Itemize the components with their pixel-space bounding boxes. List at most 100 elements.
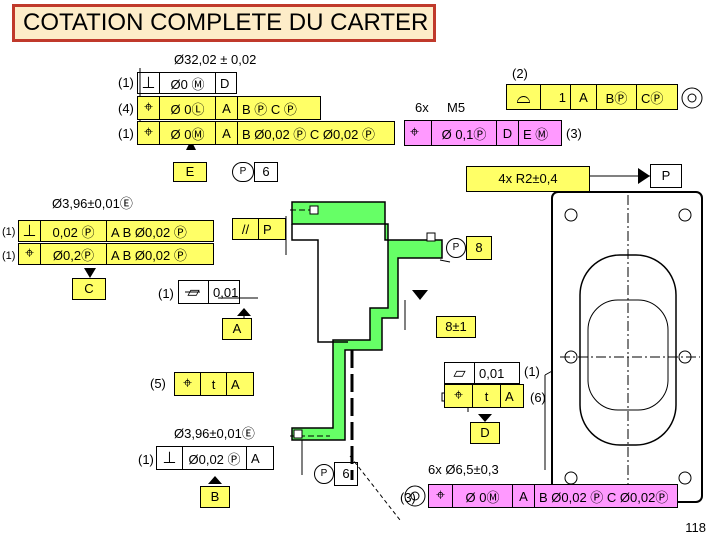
- row1-ref: (1): [118, 75, 134, 90]
- bottom-ref: (3): [400, 490, 416, 505]
- datum-c-triangle: [84, 268, 96, 278]
- position-icon: ⌖: [175, 373, 201, 395]
- ref-6: (6): [530, 390, 546, 405]
- pink-d2: E Ⓜ: [523, 126, 549, 142]
- p-circle-mid: P: [446, 238, 466, 258]
- row3-ref: (1): [118, 126, 134, 141]
- pink-d1: D: [497, 121, 519, 145]
- profile-d2: BⓅ: [597, 85, 637, 109]
- profile-d1: A: [571, 85, 597, 109]
- row3-datum1: A: [216, 122, 238, 144]
- holes-dim: 6x Ø6,5±0,3: [428, 462, 499, 477]
- position-icon: ⌖: [410, 124, 420, 141]
- datum-e-triangle: [186, 140, 196, 150]
- p-value-top: 6: [254, 162, 278, 182]
- row1-tol: Ø0 Ⓜ: [160, 73, 216, 93]
- perpendicular-icon: ⊥: [157, 447, 183, 469]
- perp-datum: A: [251, 450, 260, 466]
- top-diameter-dim: Ø32,02 ± 0,02: [174, 52, 257, 67]
- flat-right-ref: (1): [524, 364, 540, 379]
- left-row1-ref: (1): [2, 226, 16, 238]
- perp-frame-left: ⊥ 0,02 Ⓟ A B Ø0,02 Ⓟ: [18, 220, 214, 242]
- datum-square-3: [426, 232, 436, 242]
- count-6x: 6x: [415, 100, 429, 115]
- datum-e-box: E: [173, 162, 207, 182]
- bottom-position-frame: ⌖ Ø 0Ⓜ A B Ø0,02 Ⓟ C Ø0,02Ⓟ: [428, 484, 678, 508]
- perp-frame-lower: ⊥ Ø0,02 Ⓟ A: [156, 446, 274, 470]
- perpendicular-icon: ⊥: [19, 221, 41, 241]
- row1-datum: D: [220, 75, 230, 91]
- pos6-datum: A: [505, 388, 514, 404]
- datum-d-box: D: [470, 422, 500, 444]
- flatness-icon: ▱: [445, 363, 475, 383]
- pos5-t: t: [201, 373, 227, 395]
- p-value-lower: 6: [334, 462, 358, 486]
- position-icon: ⌖: [138, 97, 160, 119]
- datum-square-2: [293, 429, 303, 439]
- parallel-datum: P: [263, 221, 272, 237]
- profile-d3: CⓅ: [641, 90, 664, 106]
- hole-2: [678, 208, 692, 222]
- bottom-tol: Ø 0Ⓜ: [453, 485, 513, 507]
- position-frame-6: ⌖ t A: [444, 384, 524, 408]
- position-icon: ⌖: [445, 385, 473, 407]
- height-dim: 8±1: [436, 316, 476, 338]
- arrow-1: [412, 290, 428, 300]
- p-circle-top: P: [232, 162, 254, 182]
- perp-ref: (1): [138, 452, 154, 467]
- position-icon: ⌖: [19, 244, 41, 264]
- datum-d-triangle: [478, 414, 492, 422]
- position-icon: ⌖: [138, 122, 160, 144]
- profile-frame: ⌓ 1 A BⓅ CⓅ: [506, 84, 678, 110]
- parallel-frame: // P: [232, 218, 286, 240]
- lower-dim: Ø3,96±0,01Ⓔ: [174, 426, 255, 441]
- flatness-frame: ▱ 0,01: [178, 280, 240, 304]
- pink-position-frame: Ø 0,1Ⓟ D E Ⓜ: [404, 120, 562, 146]
- hole-6: [678, 471, 692, 485]
- row2-datum1: A: [216, 97, 238, 119]
- part-section: [291, 201, 443, 441]
- left-row2-ref: (1): [2, 250, 16, 262]
- part-outline: [291, 224, 348, 343]
- row2-datum2: B Ⓟ C Ⓟ: [242, 101, 297, 117]
- profile-circle-inner: [687, 93, 697, 103]
- profile-icon: ⌓: [507, 85, 541, 109]
- position-frame-l: ⌖ Ø 0Ⓛ A B Ⓟ C Ⓟ: [137, 96, 321, 120]
- ref-3: (3): [566, 126, 582, 141]
- row2-ref: (4): [118, 101, 134, 116]
- row3-datum2: B Ø0,02 Ⓟ C Ø0,02 Ⓟ: [242, 126, 375, 142]
- profile-value: 1: [541, 85, 571, 109]
- bottom-d2: B Ø0,02 Ⓟ C Ø0,02Ⓟ: [539, 489, 669, 505]
- ref-5: (5): [150, 376, 166, 391]
- left-dim: Ø3,96±0,01Ⓔ: [52, 196, 133, 211]
- pink-tol: Ø 0,1Ⓟ: [431, 121, 497, 145]
- pos5-datum: A: [231, 376, 240, 392]
- bottom-circle-inner: [410, 491, 420, 501]
- position-frame-m: ⌖ Ø 0Ⓜ A B Ø0,02 Ⓟ C Ø0,02 Ⓟ: [137, 121, 395, 145]
- perpendicular-icon: ⊥: [138, 73, 160, 93]
- row2-tol: Ø 0Ⓛ: [160, 97, 216, 119]
- datum-b-triangle: [208, 476, 222, 484]
- perpendicularity-frame-top: ⊥ Ø0 Ⓜ D: [137, 72, 237, 94]
- flatness-frame-right: ▱ 0,01: [444, 362, 520, 384]
- thread-m5: M5: [447, 100, 466, 115]
- page-title: COTATION COMPLETE DU CARTER: [12, 4, 436, 42]
- position-frame-left: ⌖ Ø0,2Ⓟ A B Ø0,02 Ⓟ: [18, 243, 214, 265]
- perp-tol: Ø0,02 Ⓟ: [183, 447, 247, 469]
- left-row1-tol: 0,02 Ⓟ: [41, 221, 107, 241]
- left-row1-datums: A B Ø0,02 Ⓟ: [111, 224, 187, 240]
- datum-b-box: B: [200, 486, 230, 508]
- datum-square-1: [309, 205, 319, 215]
- flatness-icon: ▱: [179, 281, 209, 303]
- left-row2-tol: Ø0,2Ⓟ: [41, 244, 107, 264]
- bottom-d1: A: [513, 485, 535, 507]
- flat-right-value: 0,01: [479, 365, 505, 381]
- p-circle-lower: P: [314, 464, 334, 484]
- p-value-mid: 8: [466, 236, 492, 260]
- position-icon: ⌖: [429, 485, 453, 507]
- page-number: 118: [685, 520, 706, 535]
- parallel-icon: //: [233, 219, 259, 239]
- datum-p-box: P: [650, 164, 682, 188]
- leader-6: [439, 259, 451, 263]
